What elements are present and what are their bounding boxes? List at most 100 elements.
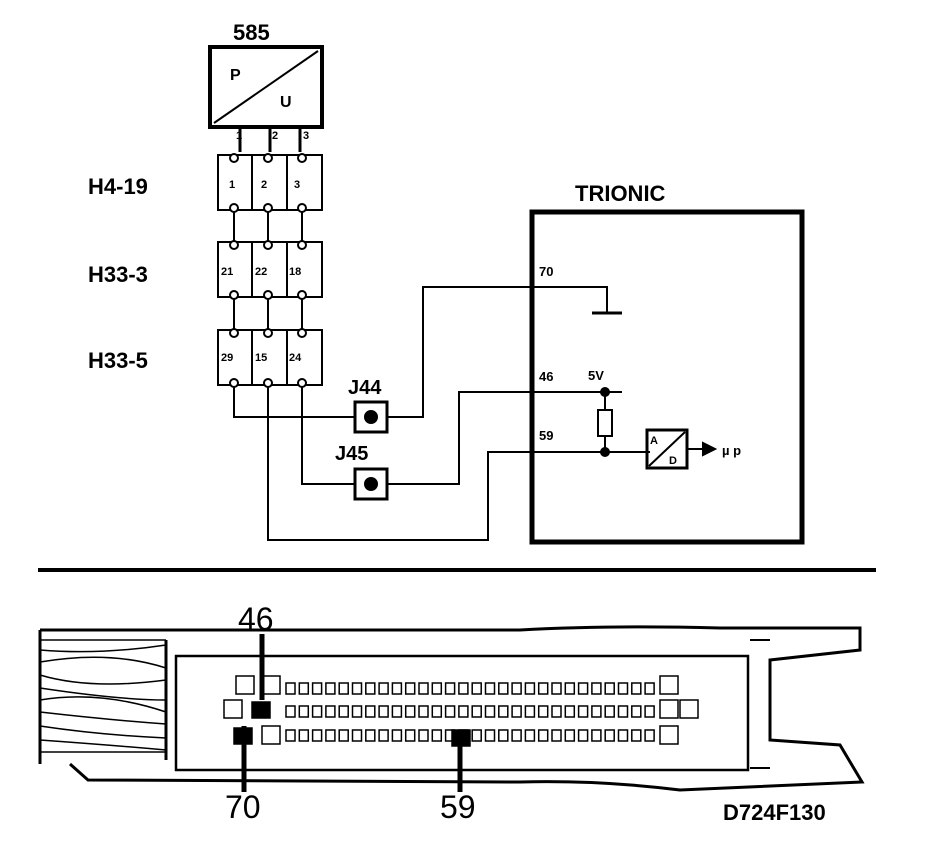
connector-pin [498, 682, 509, 695]
connector-pin [577, 682, 589, 695]
connector-pin [524, 729, 536, 742]
connector-pin [311, 682, 323, 695]
connector-pin [591, 729, 602, 742]
connector-pin [404, 729, 416, 742]
connector-pin [365, 729, 376, 742]
junction-j44 [353, 400, 389, 434]
connector-pin [431, 682, 443, 695]
connector-pin [431, 705, 443, 718]
junction-label-j44: J44 [348, 377, 382, 399]
connector-pin [285, 682, 296, 695]
connector-pin [285, 729, 296, 742]
connector-pin [444, 705, 456, 718]
connector-pin [484, 682, 496, 695]
connector-pin [617, 705, 629, 718]
connector-pin [431, 729, 443, 742]
connector-pin [458, 705, 469, 718]
pin-label: 3 [294, 179, 300, 191]
ecu-pin-70: 70 [539, 264, 553, 279]
connector-pin [551, 682, 562, 695]
connector-pin [591, 682, 602, 695]
callout-59: 59 [440, 789, 476, 825]
connector-pin [311, 729, 323, 742]
connector-pin [644, 705, 655, 718]
connector-pin [631, 729, 642, 742]
connector-pin [418, 682, 429, 695]
ecu-title: TRIONIC [575, 181, 666, 206]
connector-pin [644, 682, 655, 695]
connector-pin [351, 729, 363, 742]
connector-pin [285, 705, 296, 718]
connector-label-h33-5: H33-5 [88, 348, 148, 373]
connector-pin [298, 705, 310, 718]
pin-label: 1 [229, 179, 235, 191]
connector-pin [298, 682, 310, 695]
highlighted-pin [251, 701, 271, 719]
connector-pin [551, 705, 562, 718]
connector-pin [511, 729, 522, 742]
connector-pin [458, 682, 469, 695]
connector-pin [471, 705, 482, 718]
connector-pin [577, 729, 589, 742]
ecu-connector-view [38, 625, 865, 792]
connector-pin [524, 705, 536, 718]
connector-power-pin [659, 725, 679, 745]
connector-pin [631, 682, 642, 695]
connector-power-pin [235, 675, 255, 695]
ecu-pin-46: 46 [539, 369, 553, 384]
connector-power-pin [659, 699, 679, 719]
connector-pin [378, 729, 389, 742]
connector-h33-3 [217, 241, 323, 298]
connector-pin [325, 682, 336, 695]
pin-label: 29 [221, 352, 233, 364]
wires [233, 286, 650, 541]
connector-pin [391, 729, 403, 742]
pin-label: 18 [289, 266, 301, 278]
connector-pin [311, 705, 323, 718]
ecu-supply: 5V [588, 368, 604, 383]
connector-pin [378, 705, 389, 718]
connector-pin [537, 729, 549, 742]
connector-pin [631, 705, 642, 718]
connector-pin [391, 705, 403, 718]
callout-46: 46 [238, 601, 274, 637]
converter-a: A [650, 435, 658, 447]
connector-pin [564, 705, 576, 718]
connector-pin [617, 729, 629, 742]
connector-pin [577, 705, 589, 718]
connector-label-h33-3: H33-3 [88, 262, 148, 287]
connector-pin [551, 729, 562, 742]
connector-pin [404, 682, 416, 695]
connector-pin [418, 705, 429, 718]
callout-70: 70 [225, 789, 261, 825]
connector-pin [351, 705, 363, 718]
connector-pin [298, 729, 310, 742]
connector-pin [498, 729, 509, 742]
connector-pin [604, 682, 615, 695]
pin-label: 2 [261, 179, 267, 191]
connector-pin [325, 705, 336, 718]
connector-pin [537, 705, 549, 718]
connector-pin [365, 705, 376, 718]
connector-pin [511, 682, 522, 695]
connector-pin [338, 705, 349, 718]
ecu-pin-59: 59 [539, 428, 553, 443]
sensor-id: 585 [233, 20, 270, 45]
connector-pin [604, 729, 615, 742]
converter-d: D [669, 455, 677, 467]
connector-pin [471, 682, 482, 695]
connector-pin [484, 729, 496, 742]
connector-pin [365, 682, 376, 695]
figure-code: D724F130 [723, 800, 826, 825]
connector-pin [511, 705, 522, 718]
microprocessor-label: µ p [722, 443, 741, 458]
connector-pin [591, 705, 602, 718]
connector-pin [338, 729, 349, 742]
connector-pin [537, 682, 549, 695]
sensor-585 [208, 45, 324, 152]
pin-label: 22 [255, 266, 267, 278]
ad-converter [645, 428, 718, 470]
connector-pin [524, 682, 536, 695]
connector-pin [351, 682, 363, 695]
